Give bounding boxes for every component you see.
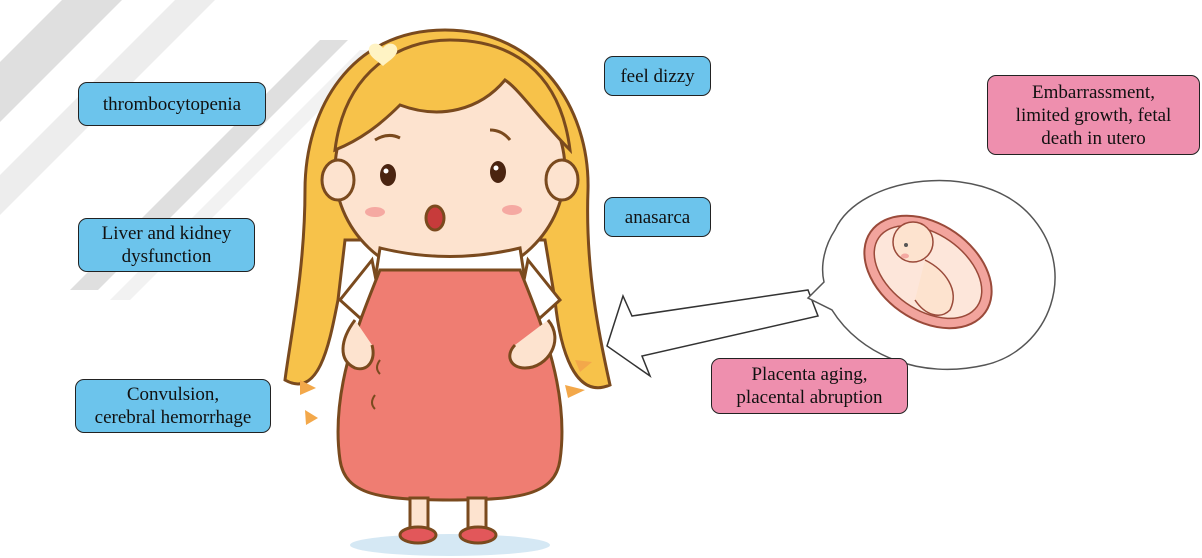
symptom-box-convulsion: Convulsion, cerebral hemorrhage: [75, 379, 271, 433]
symptom-box-thrombocytopenia: thrombocytopenia: [78, 82, 266, 126]
symptom-box-liver-kidney: Liver and kidney dysfunction: [78, 218, 255, 272]
symptom-box-feel-dizzy: feel dizzy: [604, 56, 711, 96]
symptom-box-anasarca: anasarca: [604, 197, 711, 237]
fetal-box-placenta: Placenta aging, placental abruption: [711, 358, 908, 414]
pregnant-woman-illustration: [285, 30, 610, 556]
fetal-box-embarrassment: Embarrassment, limited growth, fetal dea…: [987, 75, 1200, 155]
fetus-in-womb-illustration: [808, 180, 1055, 369]
